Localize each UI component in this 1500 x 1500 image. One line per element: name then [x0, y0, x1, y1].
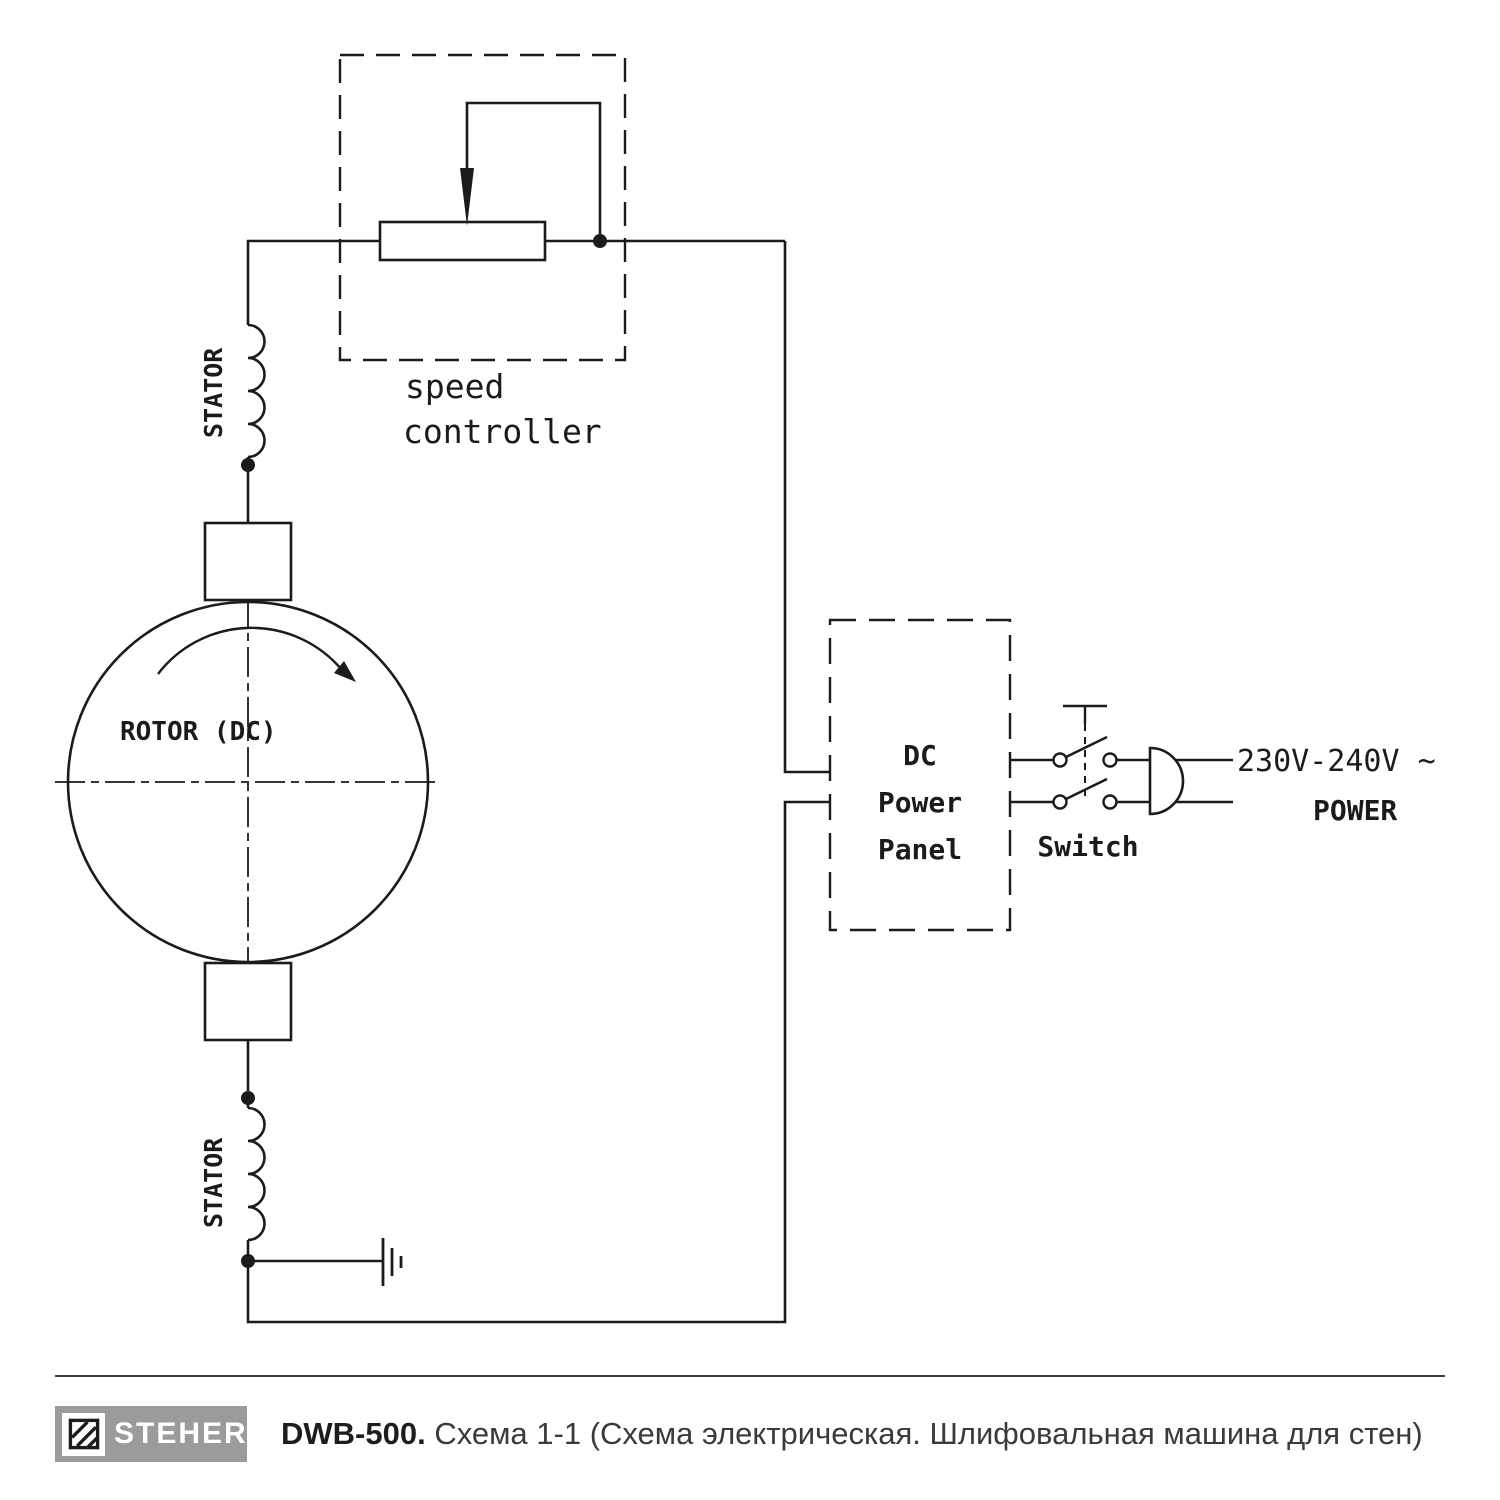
dc-panel-label-2: Power — [878, 786, 962, 819]
junction-dot — [241, 1254, 255, 1268]
switch-contact — [1052, 794, 1068, 810]
speed-controller-box — [338, 53, 627, 362]
power-plug — [1148, 746, 1185, 816]
power-switch — [1052, 704, 1118, 810]
stator-coil-top — [247, 323, 266, 459]
switch-handle — [1063, 704, 1107, 724]
voltage-label: 230V-240V ~ — [1237, 744, 1436, 779]
switch-contact — [1102, 752, 1118, 768]
junction-dot — [241, 458, 255, 472]
rotation-arrow-head — [334, 661, 356, 682]
stator-coil-bottom — [247, 1106, 266, 1242]
dc-panel-label-3: Panel — [878, 833, 962, 866]
speed-controller-label-1: speed — [405, 367, 504, 406]
dc-power-panel-box — [828, 618, 1012, 932]
hatched-square-icon — [68, 1418, 99, 1450]
electrical-schematic: speed controller STATOR ROTOR (DC) STATO… — [55, 53, 1436, 1324]
rotor-label: ROTOR (DC) — [120, 717, 277, 747]
switch-contact — [1102, 794, 1118, 810]
switch-contact — [1052, 752, 1068, 768]
brush-top — [203, 521, 293, 602]
rotation-arrow-arc — [157, 626, 343, 675]
wire-wiper-loop — [465, 101, 602, 241]
rheostat-wiper-arrow — [460, 168, 474, 226]
wire-right-feed — [783, 241, 830, 774]
steher-logo-mark — [62, 1412, 105, 1456]
footer-divider — [55, 1375, 1445, 1377]
switch-blade-bottom — [1065, 777, 1108, 801]
caption-text: Схема 1-1 (Схема электрическая. Шлифовал… — [434, 1416, 1423, 1451]
footer: STEHER DWB-500. Схема 1-1 (Схема электри… — [55, 1404, 1445, 1464]
speed-controller-label-2: controller — [403, 412, 602, 451]
stator-top-label: STATOR — [199, 347, 228, 438]
junction-dot — [241, 1091, 255, 1105]
stator-bottom-label: STATOR — [199, 1137, 228, 1228]
footer-caption: DWB-500. Схема 1-1 (Схема электрическая.… — [281, 1416, 1423, 1452]
wire-bottom-return — [246, 800, 830, 1324]
model-number: DWB-500. — [281, 1416, 426, 1451]
power-label: POWER — [1313, 794, 1397, 827]
brush-bottom — [203, 961, 293, 1042]
junction-dot — [593, 234, 607, 248]
brand-name: STEHER — [114, 1417, 248, 1450]
switch-blade-top — [1065, 735, 1108, 759]
steher-logo: STEHER — [55, 1406, 247, 1462]
switch-label: Switch — [1037, 830, 1138, 863]
wire-rheostat-to-stator — [246, 239, 380, 325]
ground-symbol — [381, 1238, 403, 1286]
dc-panel-label-1: DC — [903, 739, 937, 772]
rheostat-body — [378, 220, 547, 262]
